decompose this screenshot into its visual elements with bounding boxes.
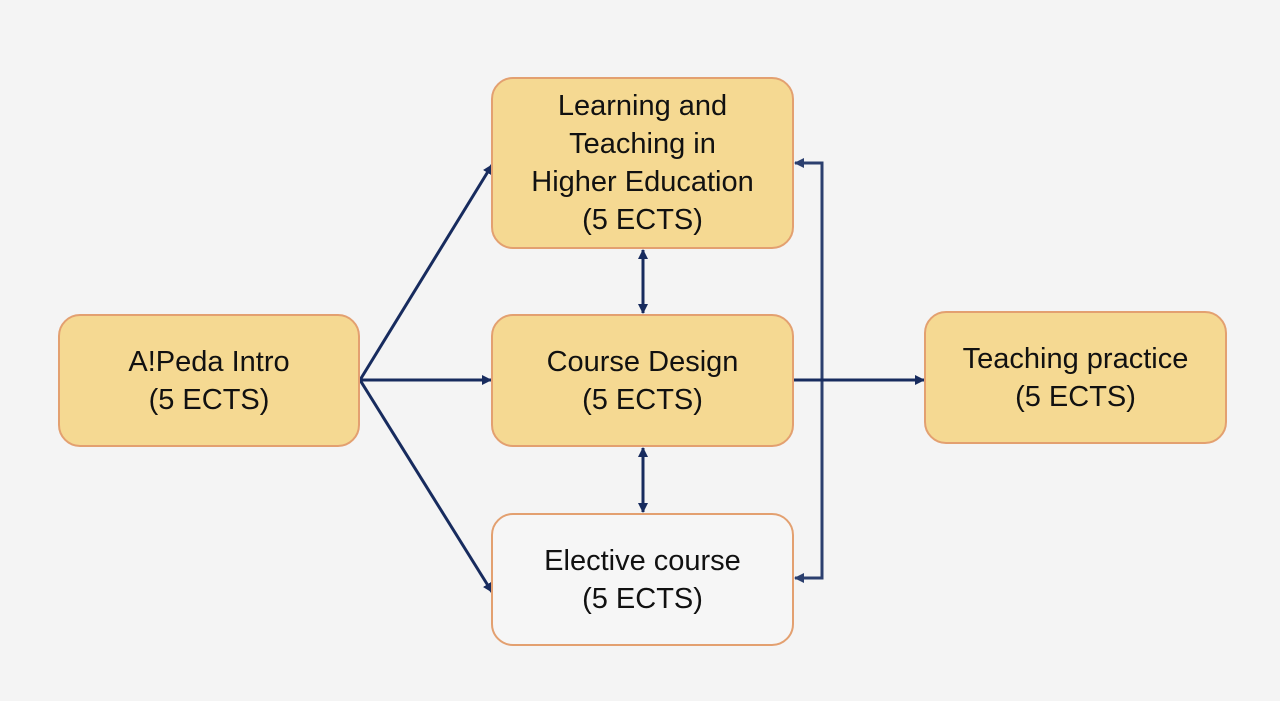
node-title: A!Peda Intro <box>128 345 290 378</box>
node-credits: (5 ECTS) <box>582 383 703 416</box>
edge-intro-to-elective <box>358 379 494 593</box>
node-title: Elective course <box>544 544 741 577</box>
edge-bracket-to-elective <box>794 370 824 583</box>
node-elective-course: Elective course (5 ECTS) <box>491 513 794 646</box>
node-title-line-1: Learning and <box>557 90 728 122</box>
node-learning-teaching-higher-education: Learning and Teaching in Higher Educatio… <box>491 77 794 249</box>
node-title-line-3: Higher Education <box>531 166 754 198</box>
node-apeda-intro: A!Peda Intro (5 ECTS) <box>58 314 360 447</box>
node-credits: (5 ECTS) <box>582 582 703 615</box>
node-credits: (5 ECTS) <box>1015 380 1136 413</box>
edge-bracket-to-lthe <box>794 158 824 370</box>
node-title: Teaching practice <box>962 342 1189 375</box>
node-credits: (5 ECTS) <box>582 204 703 236</box>
node-title-line-2: Teaching in <box>569 128 716 160</box>
node-title: Course Design <box>546 345 739 378</box>
node-course-design: Course Design (5 ECTS) <box>491 314 794 447</box>
edge-intro-to-lthe <box>358 164 494 381</box>
node-teaching-practice: Teaching practice (5 ECTS) <box>924 311 1227 444</box>
node-credits: (5 ECTS) <box>148 383 270 416</box>
